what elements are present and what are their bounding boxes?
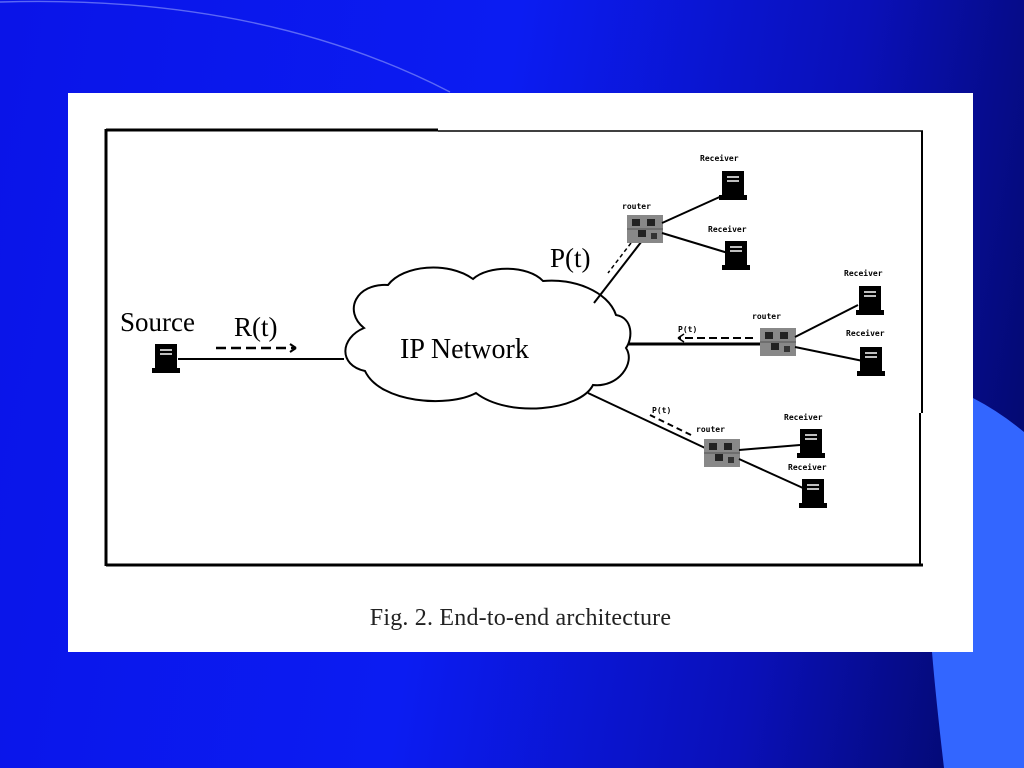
- accent-shape: [932, 398, 1024, 768]
- feedback-arrow-bottom: [649, 414, 692, 436]
- router-label-top: router: [622, 202, 651, 211]
- link-middle-receiver-1: [794, 304, 859, 338]
- receiver-icon-4: [856, 346, 886, 377]
- router-icon-bottom: [703, 438, 741, 468]
- decorative-arc: [0, 0, 451, 93]
- feedback-label-bottom: P(t): [652, 406, 671, 415]
- feedback-arrow-middle-head: [677, 333, 685, 343]
- router-icon-middle: [759, 327, 797, 357]
- feedback-arrow-top: [607, 242, 632, 274]
- receiver-label-5: Receiver: [784, 412, 823, 422]
- router-label-bottom: router: [696, 425, 725, 434]
- figure-panel: Source R(t) IP Network P(t) P(t) P(t) ro…: [68, 93, 973, 652]
- feedback-label-middle: P(t): [678, 325, 697, 334]
- receiver-icon-1: [718, 170, 748, 201]
- receiver-icon-2: [721, 240, 751, 271]
- receiver-label-4: Receiver: [846, 328, 885, 338]
- rate-label: R(t): [234, 312, 278, 342]
- diagram-frame: [104, 128, 923, 567]
- receiver-label-3: Receiver: [844, 268, 883, 278]
- feedback-label-top: P(t): [550, 243, 591, 273]
- source-label: Source: [120, 307, 195, 337]
- receiver-icon-5: [796, 428, 826, 459]
- receiver-icon-6: [798, 478, 828, 509]
- ip-network-label: IP Network: [400, 334, 529, 365]
- receiver-label-6: Receiver: [788, 462, 827, 472]
- ip-network-cloud: [344, 266, 632, 410]
- link-middle-receiver-2: [794, 346, 864, 362]
- link-bottom-receiver-2: [738, 458, 804, 489]
- receiver-label-2: Receiver: [708, 224, 747, 234]
- receiver-label-1: Receiver: [700, 153, 739, 163]
- router-icon-top: [626, 214, 664, 244]
- router-label-middle: router: [752, 312, 781, 321]
- link-top-receiver-1: [661, 194, 725, 224]
- link-top-receiver-2: [661, 232, 729, 254]
- network-diagram: Source R(t) IP Network P(t) P(t) P(t) ro…: [104, 128, 923, 567]
- link-router-bottom: [587, 392, 721, 456]
- figure-caption: Fig. 2. End-to-end architecture: [369, 605, 672, 631]
- receiver-icon-3: [855, 285, 885, 316]
- link-bottom-receiver-1: [738, 444, 801, 451]
- link-router-top: [593, 236, 646, 304]
- rate-arrow-head: [289, 343, 297, 353]
- source-server-icon: [151, 343, 181, 374]
